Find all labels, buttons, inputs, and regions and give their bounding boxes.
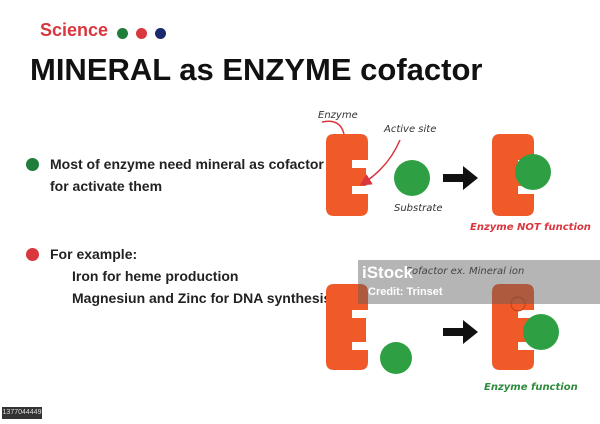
- substrate-circle-top-result: [515, 154, 551, 190]
- page-title: MINERAL as ENZYME cofactor: [30, 52, 483, 87]
- bullet-2-line-2: Iron for heme production: [72, 268, 239, 284]
- enzyme-not-function-label: Enzyme NOT function: [470, 222, 591, 233]
- category-label: Science: [40, 20, 109, 40]
- enzyme-shape-top-result: [492, 134, 534, 216]
- red-dot: [136, 28, 147, 39]
- enzyme-shape-bottom: [326, 284, 368, 370]
- substrate-circle-bottom-result: [523, 314, 559, 350]
- enzyme-pointer-line: [321, 120, 345, 135]
- cofactor-label: Cofactor ex. Mineral ion: [405, 266, 525, 277]
- bullet-2-line-3: Magnesiun and Zinc for DNA synthesis: [72, 290, 332, 306]
- green-bullet: [26, 158, 39, 171]
- reaction-arrow-top: [443, 166, 478, 190]
- bullet-2-line-1: For example:: [50, 246, 138, 262]
- enzyme-shape-top: [326, 134, 368, 216]
- mineral-ion: [510, 296, 526, 312]
- enzyme-function-label: Enzyme function: [484, 382, 578, 393]
- green-dot: [117, 28, 128, 39]
- image-id-tag: 1377044449: [2, 407, 42, 419]
- bullet-1-line-1: Most of enzyme need mineral as cofactor: [50, 156, 324, 172]
- substrate-circle-bottom: [380, 342, 412, 374]
- reaction-arrow-bottom: [443, 320, 478, 344]
- bullet-1-line-2: for activate them: [50, 178, 163, 194]
- substrate-circle-top: [394, 160, 430, 196]
- watermark-banner: [358, 260, 600, 304]
- navy-dot: [155, 28, 166, 39]
- active-site-arrow: [359, 139, 401, 186]
- enzyme-label: Enzyme: [318, 110, 358, 121]
- active-site-label: Active site: [384, 124, 437, 135]
- substrate-label: Substrate: [394, 203, 443, 214]
- watermark-logo: iStock: [362, 263, 414, 282]
- watermark-credit: Credit: Trinset: [368, 286, 443, 298]
- red-bullet: [26, 248, 39, 261]
